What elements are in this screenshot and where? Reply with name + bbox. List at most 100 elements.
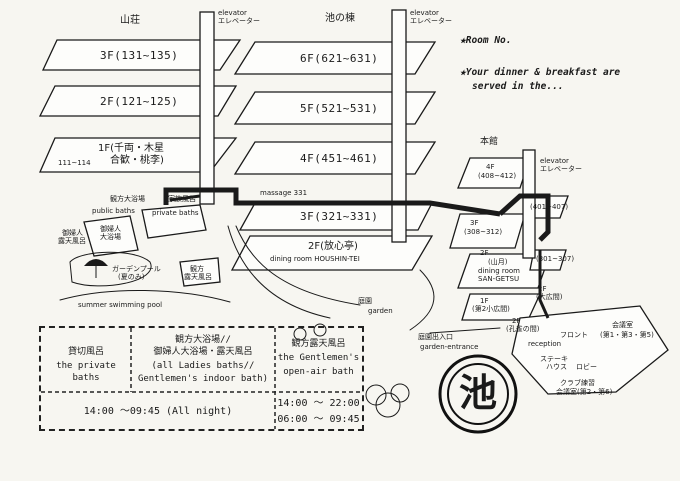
legend-col1-jp: 貸切風呂 (67, 347, 104, 357)
legend-dividers (41, 328, 362, 429)
ikenotou-building-name: 池の棟 (325, 13, 355, 24)
tree-icon (375, 392, 401, 418)
garden-path-3 (409, 269, 435, 331)
sanso-building-name: 山荘 (120, 15, 140, 26)
pool-label-jp-1: ガーデンプール (112, 265, 161, 273)
logo-ring-inner (447, 363, 509, 425)
legend-hours-morning: 06:00 ～ 09:45 (277, 414, 360, 425)
public-bath-building (141, 204, 207, 239)
pool-outline (69, 251, 152, 287)
sanso-floor-3f (41, 39, 242, 71)
ikenotou-2f-sub: dining room HOUSHIN-TEI (270, 255, 360, 263)
legend-col3-en2: open-air bath (283, 367, 354, 377)
kanpo-roten-line2: 露天風呂 (184, 273, 212, 281)
honkan-2f-peacock-sub: (孔雀の間) (506, 325, 540, 333)
honkan-3f-sub: (308~312) (464, 228, 503, 236)
sanso-elevator-shaft (199, 11, 215, 205)
garden-path-1 (227, 225, 331, 319)
ground-line (59, 290, 231, 303)
tree-icon (390, 383, 410, 403)
lobby-label: ロビー (576, 363, 597, 371)
ikenotou-elevator-shaft (391, 9, 407, 243)
honkan-4f-label: 4F (486, 163, 495, 171)
ladies-bath-building (83, 215, 139, 257)
sanso-elevator-en: elevator (218, 9, 247, 17)
logo-ring-outer (438, 354, 518, 434)
ikenotou-elevator-en: elevator (410, 9, 439, 17)
garden-entrance-jp: 庭園出入口 (418, 333, 453, 341)
ikenotou-3f-label: 3F(321~331) (300, 210, 379, 223)
honkan-2f-hall-label: 2F (538, 285, 547, 293)
club-label-2: 会議室(第2・第6) (556, 388, 613, 396)
steak-house-1: ステーキ (540, 355, 568, 363)
family-bath-label: 家族風呂 (168, 195, 196, 203)
kanpo-roten-line1: 観方 (190, 265, 204, 273)
front-label: フロント (560, 331, 588, 339)
honkan-4f-sub: (408~412) (478, 172, 517, 180)
garden-path-2 (235, 225, 361, 306)
honkan-1f-sub: (第2小広間) (472, 305, 510, 313)
roten-bath-building (179, 257, 221, 287)
garden-label-jp: 庭園 (358, 297, 372, 305)
sanso-3f-label: 3F(131~135) (100, 49, 179, 62)
honkan-elevator-shaft (522, 149, 536, 259)
banquet-label-1: 会議室 (612, 321, 633, 329)
pool-label-jp-2: (夏のみ) (118, 273, 145, 281)
honkan-2f-hall-sub: (大広間) (536, 293, 563, 301)
honkan-2f-sangetsu: SAN-GETSU (478, 275, 520, 283)
honkan-range-401: (401~407) (530, 203, 569, 211)
tree-icon (313, 323, 327, 337)
honkan-2f-sub: (山月) (488, 258, 508, 266)
honkan-1f-label: 1F (480, 297, 489, 305)
public-baths-label: public baths (92, 207, 135, 215)
legend-col2-en2: Gentlemen's indoor bath) (137, 374, 269, 384)
room-number-note: ★Room No. (460, 35, 512, 46)
sanso-1f-sub: 合歓・桃李) (110, 155, 164, 166)
honkan-elevator-jp: エレベーター (540, 165, 582, 173)
reception-label: reception (528, 340, 562, 348)
ikenotou-floor-4f (233, 141, 437, 175)
legend-hours-all-night: 14:00 ～09:45 (All night) (83, 406, 233, 417)
honkan-range-301: (301~307) (536, 255, 575, 263)
reception-area (511, 305, 669, 395)
honkan-2f-dining: dining room (478, 267, 520, 275)
honkan-building-name: 本館 (480, 137, 499, 147)
corridor-baths (169, 194, 201, 202)
kanpo-baths-label: 観方大浴場 (110, 195, 145, 203)
entrance-line (429, 327, 501, 334)
ikenotou-5f-label: 5F(521~531) (300, 102, 379, 115)
ladies-big-line2: 大浴場 (100, 233, 121, 241)
sanso-1f-label: 1F(千両・木星 (98, 143, 165, 154)
ike-logo: 池 (459, 371, 498, 415)
ladies-big-line1: 御婦人 (100, 225, 121, 233)
ikenotou-4f-label: 4F(451~461) (300, 152, 379, 165)
legend-col2-jp2: 御婦人大浴場・露天風呂 (153, 347, 253, 357)
honkan-2f-peacock-label: 2F (512, 317, 521, 325)
dinner-note-line1: ★Your dinner & breakfast are (460, 67, 621, 78)
corridor-south (538, 250, 550, 319)
ikenotou-floor-5f (233, 91, 437, 125)
ikenotou-6f-label: 6F(621~631) (300, 52, 379, 65)
corridor-main (163, 187, 501, 217)
club-label-1: クラブ練習 (560, 379, 595, 387)
sanso-floor-2f (38, 85, 238, 117)
private-baths-label: private baths (152, 209, 199, 217)
tree-icon (293, 327, 307, 341)
ikenotou-2f-label: 2F(放心亭) (308, 241, 358, 252)
banquet-label-2: (第1・第3・第5) (600, 331, 654, 339)
legend-hours-evening: 14:00 ～ 22:00 (277, 398, 360, 409)
umbrella-icon (84, 259, 108, 266)
legend-col1-en: the private baths (56, 361, 116, 383)
honkan-elevator-en: elevator (540, 157, 569, 165)
sanso-elevator-jp: エレベーター (218, 17, 260, 25)
dinner-note-line2: served in the... (472, 81, 564, 92)
massage-label: massage 331 (260, 189, 308, 197)
ladies-roten-line1: 御婦人 (62, 229, 83, 237)
ikenotou-floor-2f (230, 235, 434, 271)
honkan-floor-4f (457, 157, 531, 189)
ikenotou-elevator-jp: エレベーター (410, 17, 452, 25)
ikenotou-floor-6f (233, 41, 437, 75)
garden-entrance-en: garden-entrance (420, 343, 479, 351)
sanso-2f-label: 2F(121~125) (100, 95, 179, 108)
honkan-2f-label: 2F (480, 249, 489, 257)
